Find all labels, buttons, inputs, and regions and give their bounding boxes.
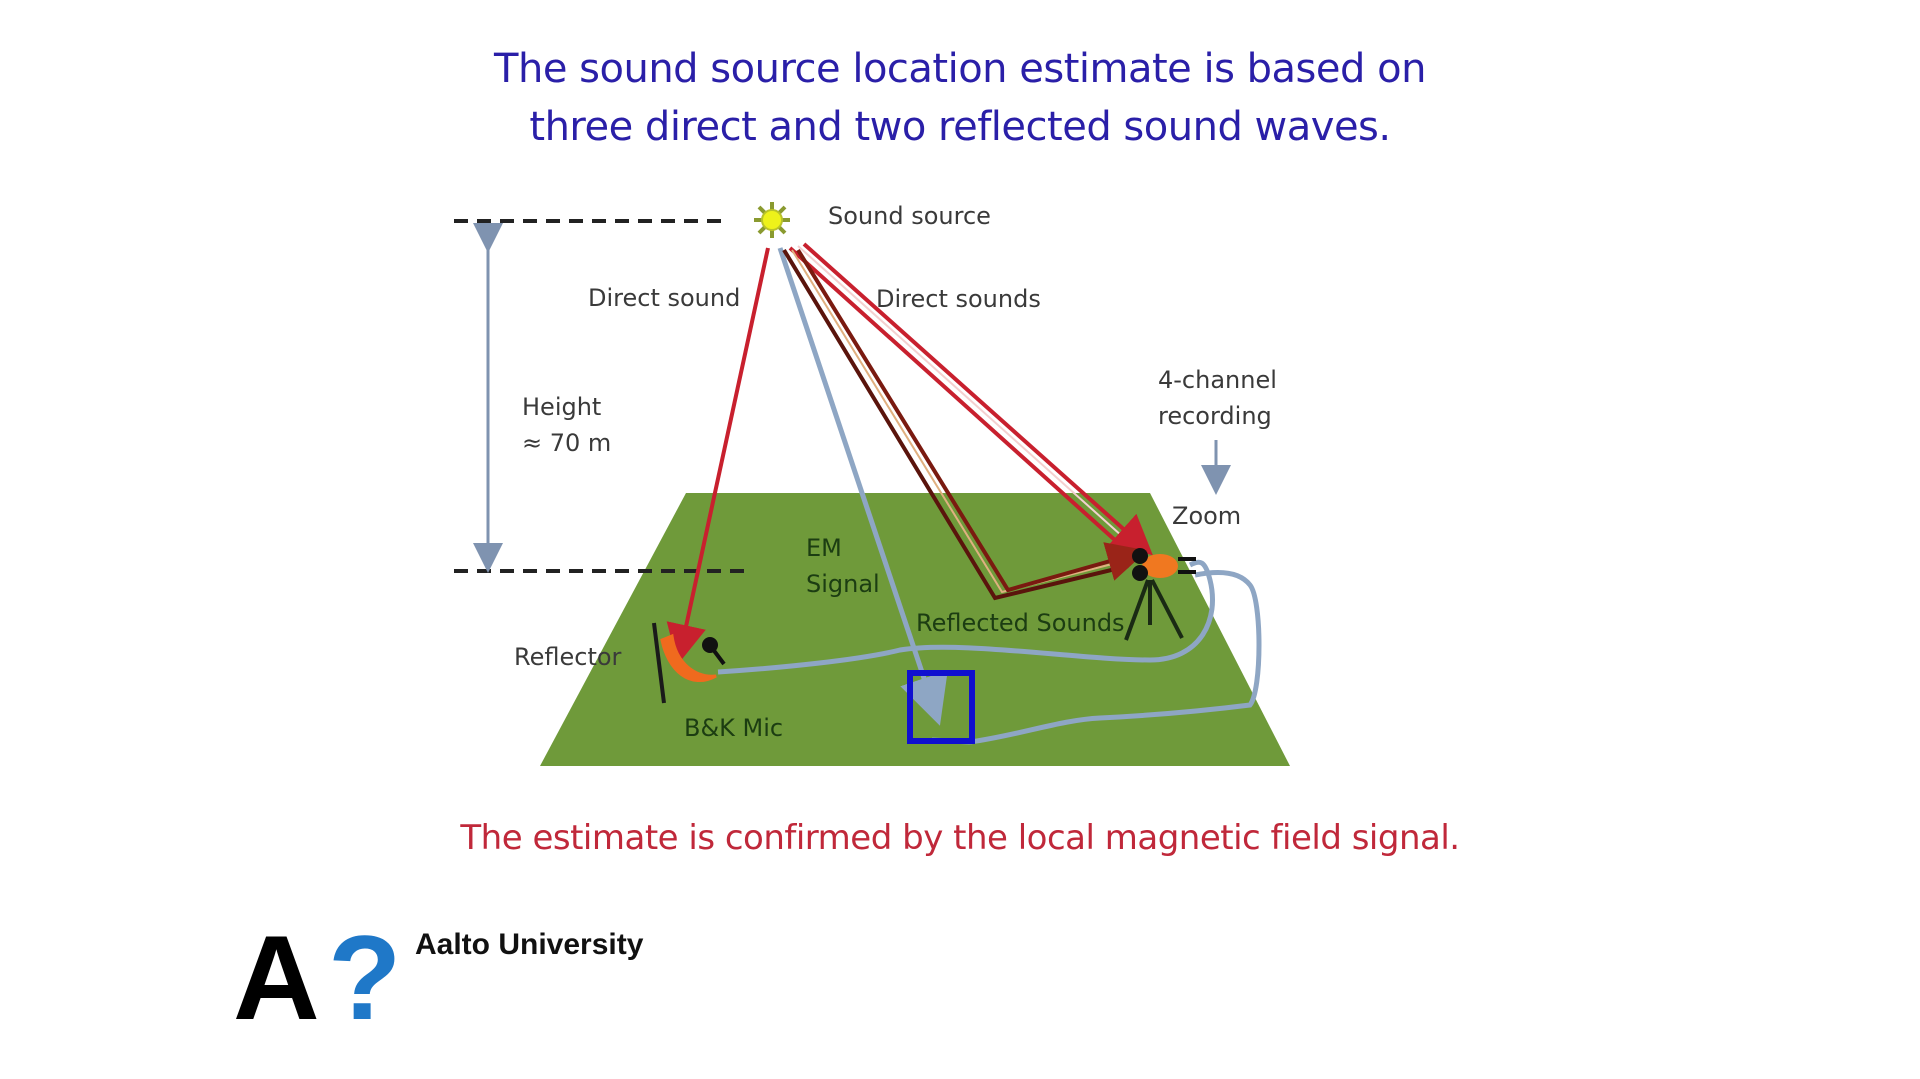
label-reflected-sounds: Reflected Sounds xyxy=(916,609,1125,637)
em-signal-path xyxy=(777,247,948,726)
label-sound-source: Sound source xyxy=(828,202,991,230)
sun-burst-icon xyxy=(754,202,790,238)
label-recording: recording xyxy=(1158,402,1272,430)
tripod-icon xyxy=(1124,548,1196,641)
label-4-channel: 4-channel xyxy=(1158,366,1277,394)
label-em: EM xyxy=(806,534,842,562)
logo-question-mark: ? xyxy=(328,911,402,1045)
label-direct-sounds: Direct sounds xyxy=(876,285,1041,313)
slide-title: The sound source location estimate is ba… xyxy=(0,40,1920,156)
square-sensor-icon xyxy=(907,670,975,744)
direct-sounds-rays xyxy=(788,242,1153,556)
label-direct-sound: Direct sound xyxy=(588,284,740,312)
reflected-sounds-rays xyxy=(782,248,1148,601)
label-signal: Signal xyxy=(806,570,880,598)
title-line-1: The sound source location estimate is ba… xyxy=(494,46,1426,92)
label-bk-mic: B&K Mic xyxy=(684,714,783,742)
direct-sound-ray xyxy=(666,247,770,665)
reflector-dish xyxy=(652,622,717,704)
institution-name: Aalto University xyxy=(415,928,644,961)
label-zoom: Zoom xyxy=(1172,502,1241,530)
height-reference-lines xyxy=(454,219,750,573)
logo-letter-a: A xyxy=(233,911,320,1045)
aalto-logo: A ? xyxy=(233,918,403,1038)
slide-caption: The estimate is confirmed by the local m… xyxy=(460,818,1460,858)
title-line-2: three direct and two reflected sound wav… xyxy=(529,104,1391,150)
microphone-icon xyxy=(702,637,726,666)
label-height-value: ≈ 70 m xyxy=(522,429,611,457)
label-height: Height xyxy=(522,393,601,421)
label-reflector: Reflector xyxy=(514,643,622,671)
